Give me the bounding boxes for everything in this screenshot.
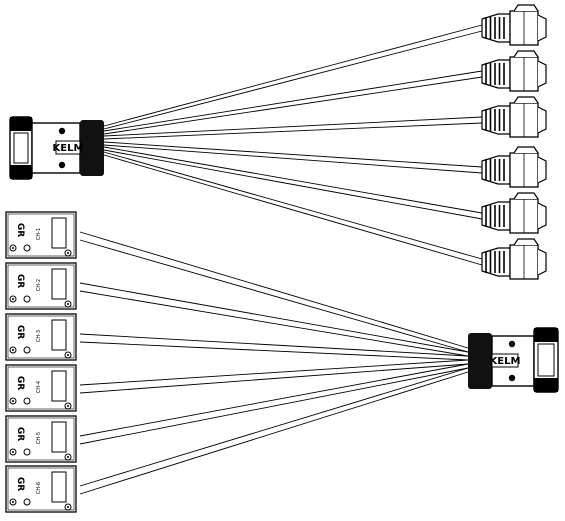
cable-line — [79, 333, 469, 357]
top-cables — [103, 24, 483, 266]
cable-line — [79, 341, 469, 361]
bottom-cables — [79, 231, 469, 495]
plug-connector — [481, 192, 547, 234]
tag-code: GR — [15, 223, 25, 237]
tag-connector: GR CH-2 — [5, 262, 77, 310]
cable-line — [103, 141, 483, 168]
cable-line — [103, 151, 483, 260]
tag-code: GR — [15, 427, 25, 441]
tag-code: GR — [15, 325, 25, 339]
top-harness: KELM — [9, 4, 547, 280]
tag-text: CH-2 — [36, 279, 42, 291]
cable-line — [103, 149, 483, 220]
cable-line — [103, 24, 483, 127]
cable-line — [103, 76, 483, 135]
tag-connector: GR CH-5 — [5, 415, 77, 463]
cable-line — [79, 290, 469, 357]
tag-text: CH-4 — [36, 381, 42, 393]
cable-line — [103, 146, 483, 214]
cable-line — [79, 239, 469, 353]
plug-connector — [481, 238, 547, 280]
plug-connector — [481, 4, 547, 46]
tag-text: CH-5 — [36, 432, 42, 444]
bottom-trunk-label: KELM — [490, 356, 521, 367]
tag-connector: GR CH-1 — [5, 211, 77, 259]
tag-code: GR — [15, 477, 25, 491]
cable-line — [79, 359, 469, 386]
bottom-trunk-connector: KELM — [468, 327, 559, 393]
cable-line — [103, 116, 483, 137]
tag-code: GR — [15, 274, 25, 288]
tag-text: CH-3 — [36, 330, 42, 342]
cable-line — [103, 154, 483, 266]
cable-line — [103, 30, 483, 130]
cable-line — [79, 231, 469, 349]
tag-connector: GR CH-3 — [5, 313, 77, 361]
cable-line — [103, 144, 483, 174]
top-trunk-connector: KELM — [9, 116, 104, 180]
cable-line — [79, 367, 469, 445]
cable-line — [79, 282, 469, 353]
plug-connector — [481, 146, 547, 188]
cable-line — [79, 371, 469, 495]
cable-line — [79, 363, 469, 394]
top-trunk-label: KELM — [53, 143, 84, 154]
plug-connector — [481, 96, 547, 138]
cable-line — [103, 70, 483, 132]
cable-line — [79, 367, 469, 487]
plug-connector — [481, 50, 547, 92]
cable-line — [103, 122, 483, 140]
tag-text: CH-6 — [36, 482, 42, 494]
tag-text: CH-1 — [36, 228, 42, 240]
tag-code: GR — [15, 376, 25, 390]
cable-line — [79, 363, 469, 437]
tag-connector: GR CH-4 — [5, 364, 77, 412]
tag-connector: GR CH-6 — [5, 465, 77, 513]
